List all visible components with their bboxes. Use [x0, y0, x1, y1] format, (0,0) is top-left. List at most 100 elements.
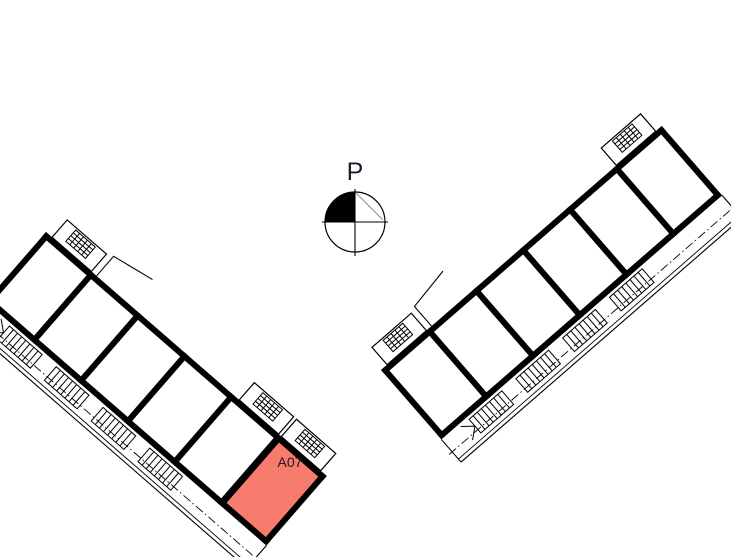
unit-room — [83, 317, 183, 420]
stair-direction-arrow — [460, 425, 476, 441]
unit-room — [525, 211, 625, 314]
stair-tread — [570, 330, 584, 345]
entry-landing — [371, 312, 428, 366]
stair-tread — [5, 332, 18, 348]
entry-step-riser — [256, 395, 268, 408]
stair-tread — [111, 424, 124, 440]
stair-tread — [535, 360, 549, 375]
entry-step-tread — [67, 238, 89, 256]
stair-tread — [9, 336, 23, 351]
stair-tread — [60, 380, 73, 395]
party-wall — [565, 205, 631, 279]
unit-room — [619, 130, 718, 232]
stair-tread — [25, 350, 39, 365]
stair-tread — [531, 364, 545, 379]
exterior-wall-end-left — [381, 366, 446, 440]
gallery-rail-inner — [0, 320, 250, 557]
stair-tread — [476, 411, 490, 427]
stair-tread — [48, 369, 61, 385]
party-wall — [30, 270, 96, 345]
stair-tread — [625, 282, 639, 297]
stair-tread — [590, 312, 604, 327]
stair-tread — [119, 432, 133, 447]
entry-step-tread — [260, 395, 281, 413]
entry-step-riser — [264, 402, 276, 415]
gallery-rail-inner — [458, 214, 731, 460]
entry-steps — [382, 322, 414, 353]
party-wall — [612, 164, 678, 239]
stair-tread — [586, 316, 600, 331]
entry-step-tread — [619, 132, 640, 150]
unit-room — [432, 292, 531, 395]
stair-tread — [544, 353, 557, 368]
building-block-b[interactable] — [356, 81, 731, 465]
entry-step-riser — [268, 406, 279, 418]
entry-step-tread — [72, 232, 94, 251]
entry-step-riser — [81, 243, 92, 256]
party-wall — [76, 311, 142, 385]
entry-step-riser — [306, 439, 318, 452]
unit-room — [36, 276, 136, 379]
stair-tread — [582, 319, 596, 335]
stair-tread — [578, 323, 592, 338]
stair-tread — [613, 293, 626, 308]
entry-step-riser — [627, 127, 639, 140]
stair-tread — [617, 289, 630, 305]
highlighted-unit-label: A07 — [278, 454, 303, 470]
entry-landing — [238, 381, 295, 436]
stair-tread — [629, 279, 643, 294]
party-wall — [519, 246, 584, 320]
entry-step-riser — [615, 137, 627, 150]
entry-step-tread — [299, 434, 321, 453]
entry-step-riser — [260, 399, 272, 412]
stair-tread — [94, 410, 108, 425]
party-wall — [123, 352, 189, 426]
building-block-a[interactable] — [0, 204, 372, 557]
entry-step-riser — [310, 442, 322, 455]
stair-tread — [72, 391, 86, 406]
corridor-strip — [0, 301, 267, 557]
entry-landing — [51, 219, 108, 273]
unit-highlighted[interactable] — [223, 439, 323, 542]
stair-tread — [480, 408, 494, 423]
entry-step-tread — [617, 129, 638, 148]
unit-room — [572, 170, 672, 273]
unit-room — [130, 358, 229, 460]
entry-step-riser — [390, 333, 402, 346]
gallery-rail-outer — [460, 217, 731, 463]
entry-step-tread — [385, 325, 406, 344]
stair-direction-arrow — [0, 318, 5, 334]
corridor-strip — [441, 195, 731, 463]
stair-tread — [574, 326, 588, 342]
entry-step-riser — [302, 435, 314, 448]
gallery-rail-outer — [0, 323, 248, 557]
entry-step-tread — [257, 397, 278, 416]
exterior-wall-end-left — [0, 232, 51, 306]
stair-tread — [64, 384, 78, 399]
entry-step-riser — [619, 133, 631, 146]
stair-tread — [472, 415, 486, 430]
stair-tread — [153, 462, 167, 477]
stair-tread — [107, 421, 120, 436]
entry-step-tread — [255, 400, 276, 419]
compass-accent-line — [354, 191, 383, 220]
stair-tread — [141, 451, 155, 466]
entry-step-riser — [398, 326, 410, 339]
stair-tread — [115, 428, 128, 443]
entry-step-tread — [302, 431, 323, 450]
stair-tread — [103, 417, 116, 433]
unit-highlighted-outline — [222, 438, 324, 543]
stair-tread — [497, 394, 510, 409]
boundary-wall-stub — [413, 270, 444, 327]
stair-tread — [633, 275, 647, 290]
entry-step-tread — [390, 331, 411, 350]
party-wall — [425, 327, 491, 401]
stair-tread — [621, 286, 634, 301]
stair-tread — [540, 356, 553, 372]
unit-room — [478, 252, 578, 354]
stair-tread — [519, 374, 533, 390]
stair-tread — [527, 367, 541, 382]
stair-tread — [158, 465, 171, 480]
entry-landing — [280, 418, 337, 472]
stair-tread — [493, 397, 506, 412]
